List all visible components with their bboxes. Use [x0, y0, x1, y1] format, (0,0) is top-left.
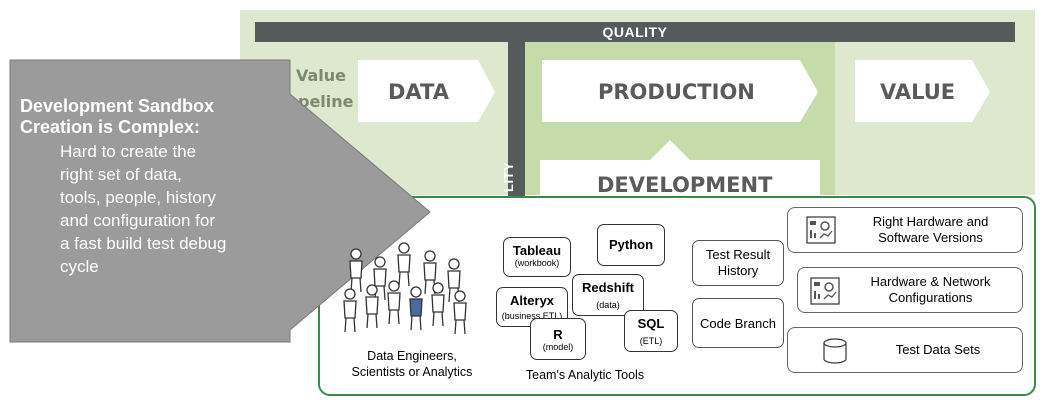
callout-body-line: cycle — [60, 257, 99, 276]
resource-line2: Software Versions — [878, 230, 983, 245]
stage-production-label: PRODUCTION — [598, 80, 755, 104]
tool-name: Redshift — [582, 280, 634, 295]
quality-label: QUALITY — [602, 24, 668, 40]
stage-data-label: DATA — [388, 80, 450, 104]
resource-line2: Configurations — [888, 290, 973, 305]
development-shape — [540, 140, 820, 200]
resource-text: Hardware & Network Configurations — [843, 274, 1018, 306]
chevron-production — [542, 60, 818, 122]
chevron-value — [855, 60, 990, 122]
callout-heading-line1: Development Sandbox — [20, 96, 215, 116]
resource-hardware-network: Hardware & Network Configurations — [797, 267, 1023, 313]
tool-name: Python — [608, 237, 654, 252]
callout-body-line: right set of data, — [60, 165, 182, 184]
hardware-dashboard-icon — [806, 216, 836, 244]
tool-sub: (workbook) — [514, 258, 560, 268]
quality-vertical-bar: LITY — [501, 22, 525, 202]
tool-redshift: Redshift (data) — [572, 274, 644, 316]
resource-hardware-software: Right Hardware and Software Versions — [787, 207, 1023, 253]
stage-development-label: DEVELOPMENT — [597, 173, 773, 197]
network-dashboard-icon — [810, 277, 840, 305]
callout-body-line: and configuration for — [60, 211, 215, 230]
people-caption-line2: Scientists or Analytics — [351, 365, 473, 379]
resource-line1: Test Data Sets — [895, 342, 981, 357]
callout-body: Hard to create the right set of data, to… — [20, 140, 300, 278]
chevron-data — [358, 60, 495, 122]
database-cylinder-icon — [823, 338, 847, 364]
callout-body-line: tools, people, history — [60, 188, 216, 207]
resource-text: Test Data Sets — [858, 342, 1018, 357]
tool-name: Alteryx — [509, 293, 555, 308]
value-pipeline-partial-line1: Value — [296, 66, 347, 85]
tool-sub: (data) — [596, 300, 620, 310]
history-line2: History — [717, 263, 759, 278]
resource-line1: Hardware & Network — [870, 274, 991, 289]
resource-text: Right Hardware and Software Versions — [843, 214, 1018, 246]
stage-value-label: VALUE — [880, 80, 956, 104]
callout-body-line: Hard to create the — [60, 142, 197, 161]
tools-caption: Team's Analytic Tools — [525, 368, 645, 382]
people-caption: Data Engineers, Scientists or Analytics — [332, 348, 492, 380]
code-branch-label: Code Branch — [700, 315, 776, 331]
tool-name: Tableau — [512, 243, 562, 258]
tool-sql: SQL (ETL) — [624, 310, 678, 352]
tool-python: Python — [597, 224, 665, 266]
history-line1: Test Result — [705, 247, 771, 262]
people-caption-line1: Data Engineers, — [367, 349, 457, 363]
resource-test-data-sets: Test Data Sets — [787, 327, 1023, 373]
tool-name: SQL — [637, 316, 665, 331]
tool-name: R — [553, 327, 563, 342]
people-crowd-icon — [343, 242, 467, 335]
tool-tableau: Tableau (workbook) — [503, 237, 571, 277]
test-result-history-box: Test Result History — [692, 240, 784, 286]
value-pipeline-partial-line2: peline — [298, 92, 354, 111]
callout-body-line: a fast build test debug — [60, 234, 227, 253]
code-branch-box: Code Branch — [692, 298, 784, 348]
tool-sub: (business ETL) — [501, 311, 563, 321]
tool-sub: (ETL) — [639, 336, 663, 346]
tool-sub: (model) — [542, 342, 574, 352]
callout-text: Development Sandbox Creation is Complex:… — [20, 96, 300, 278]
callout-heading-line2: Creation is Complex: — [20, 117, 201, 137]
resource-line1: Right Hardware and — [872, 214, 989, 229]
quality-bar: QUALITY — [255, 22, 1015, 42]
tool-r: R (model) — [530, 318, 586, 360]
